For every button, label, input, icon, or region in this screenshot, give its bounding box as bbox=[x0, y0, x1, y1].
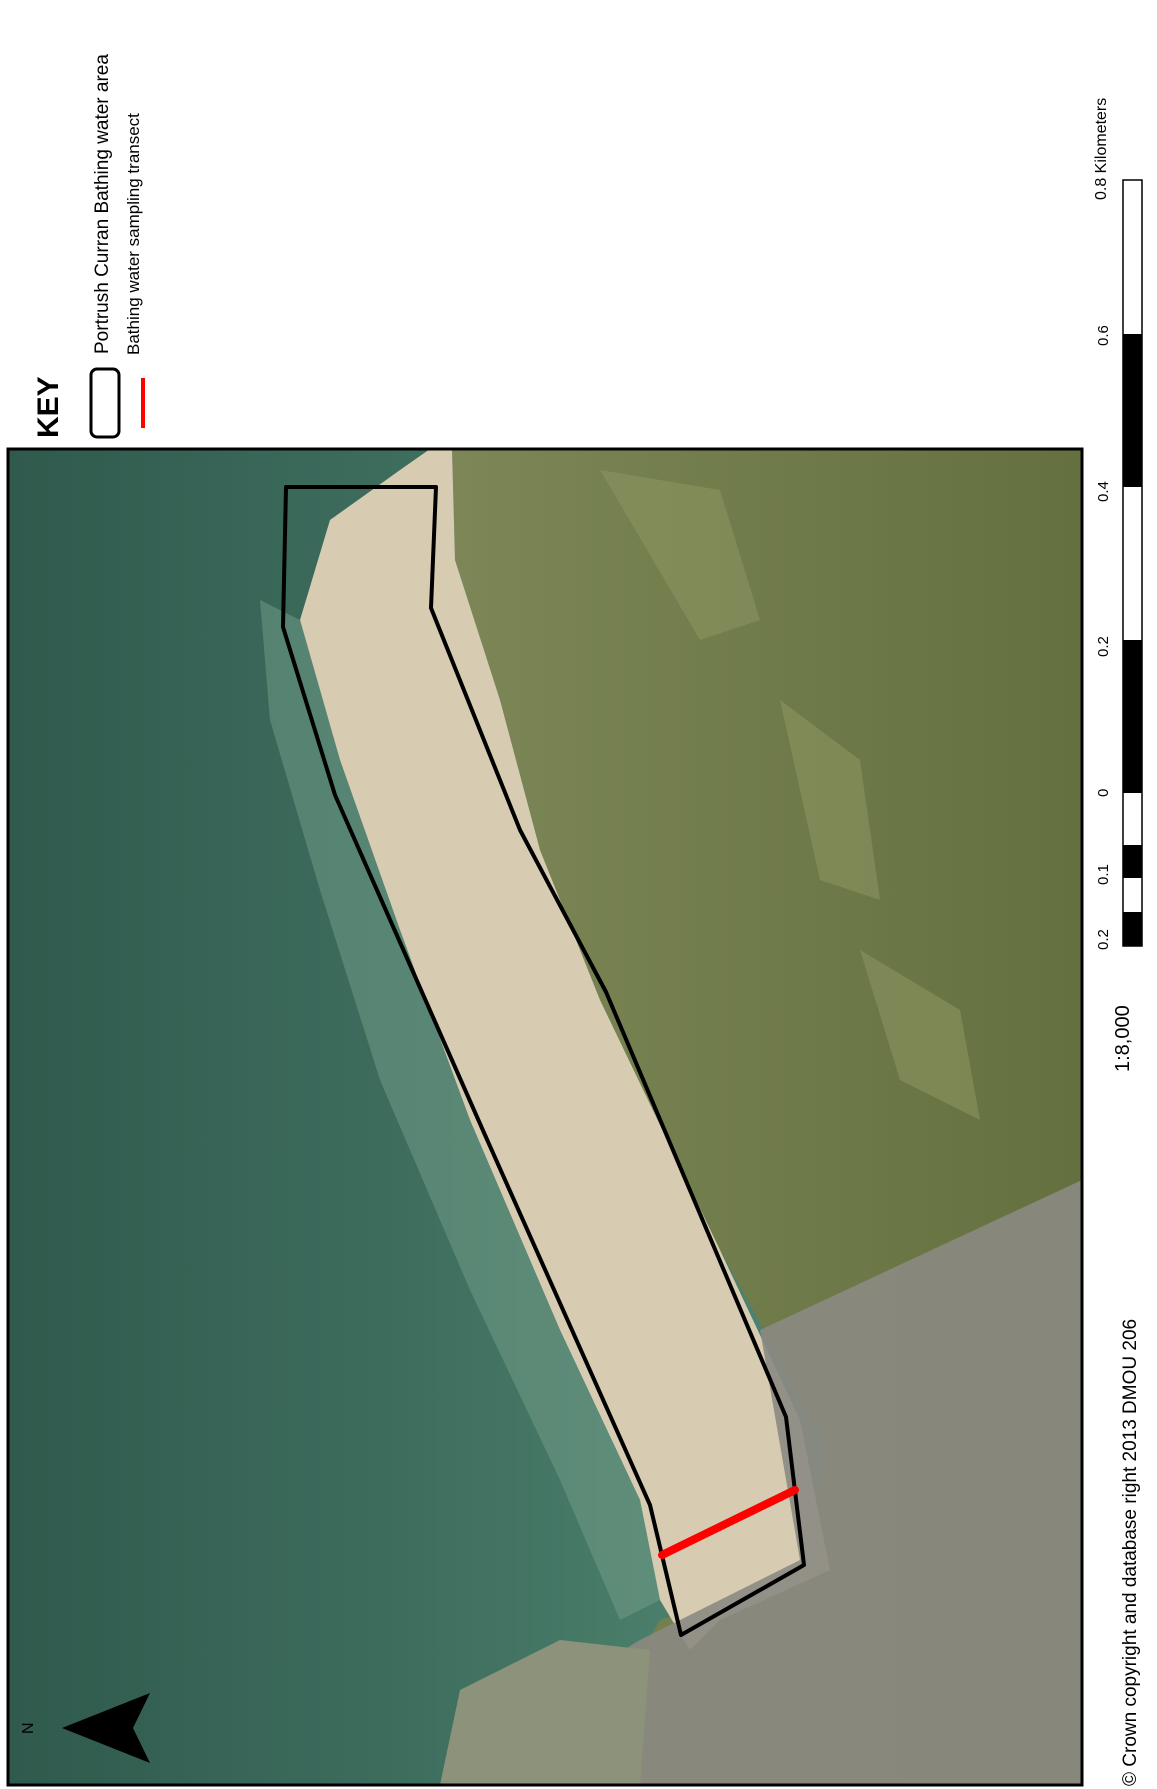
legend-item-bathing-area-label: Portrush Curran Bathing water area bbox=[92, 54, 113, 354]
scale-tick-label: 0.2 bbox=[1095, 929, 1112, 950]
scale-ratio: 1:8,000 bbox=[1112, 1005, 1134, 1072]
north-arrow-icon bbox=[62, 1693, 150, 1763]
scale-tick-label: 0 bbox=[1095, 788, 1112, 797]
legend-title: KEY bbox=[32, 376, 65, 438]
headland bbox=[440, 1640, 650, 1785]
scale-tick-label: 0.4 bbox=[1095, 481, 1112, 502]
bathing-water-area-polygon bbox=[281, 485, 806, 1637]
scale-bar-outline bbox=[1122, 179, 1143, 947]
legend-area-symbol bbox=[89, 367, 121, 439]
map-border bbox=[6, 447, 1084, 1787]
scale-tick-label: 0.1 bbox=[1095, 864, 1112, 885]
scale-bar-segment bbox=[1123, 487, 1142, 640]
scale-tick-label: 0.2 bbox=[1095, 636, 1112, 657]
scale-tick-label: 0.6 bbox=[1095, 325, 1112, 346]
scale-bar-segment bbox=[1123, 640, 1142, 793]
scale-bar-segment bbox=[1123, 793, 1142, 845]
scale-bar-segment bbox=[1123, 334, 1142, 487]
scale-unit-label: 0.8 Kilometers bbox=[1093, 97, 1110, 200]
scale-bar-segment bbox=[1123, 912, 1142, 946]
north-arrow-label: N bbox=[20, 1722, 37, 1734]
golf-fairway bbox=[600, 470, 760, 640]
scale-bar-segment bbox=[1123, 180, 1142, 334]
scale-bar-segment bbox=[1123, 878, 1142, 912]
aerial-image bbox=[8, 449, 1082, 1785]
scale-bar bbox=[1122, 179, 1143, 947]
copyright-notice: © Crown copyright and database right 201… bbox=[1120, 1318, 1141, 1786]
golf-fairway bbox=[780, 700, 880, 900]
town bbox=[520, 1180, 1082, 1785]
legend-item-transect-label: Bathing water sampling transect bbox=[124, 113, 143, 355]
scale-bar-segment bbox=[1123, 845, 1142, 878]
sampling-transect-line bbox=[658, 1486, 799, 1559]
beach bbox=[300, 449, 830, 1650]
golf-fairway bbox=[860, 950, 980, 1120]
